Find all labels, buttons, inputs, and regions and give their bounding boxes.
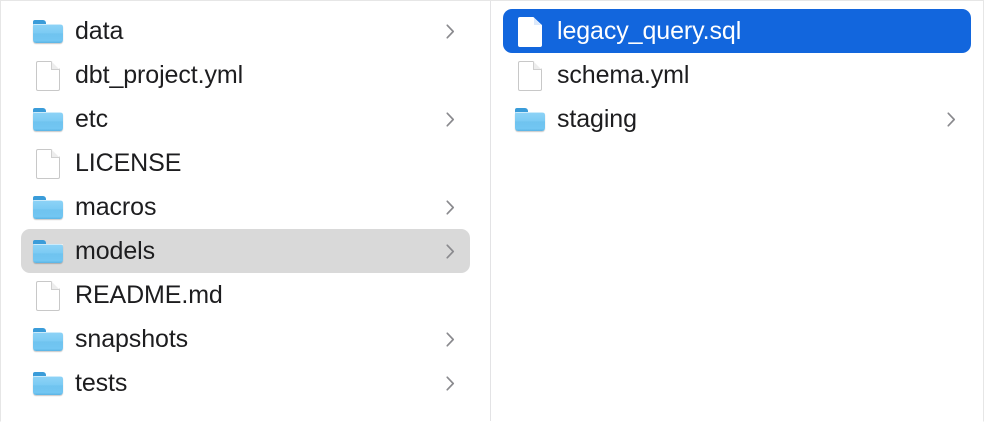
- document-icon: [31, 146, 65, 180]
- chevron-right-icon[interactable]: [943, 109, 959, 129]
- finder-item-label: models: [75, 238, 155, 264]
- chevron-right-icon[interactable]: [442, 197, 458, 217]
- finder-list-item[interactable]: schema.yml: [503, 53, 971, 97]
- finder-list-item[interactable]: tests: [21, 361, 470, 405]
- finder-item-label: legacy_query.sql: [557, 18, 742, 44]
- folder-icon: [513, 102, 547, 136]
- document-icon: [31, 278, 65, 312]
- finder-list-item[interactable]: snapshots: [21, 317, 470, 361]
- finder-list-item[interactable]: etc: [21, 97, 470, 141]
- finder-column-models-folder: legacy_query.sql schema.yml staging: [491, 1, 983, 421]
- chevron-right-icon[interactable]: [442, 329, 458, 349]
- finder-item-label: etc: [75, 106, 109, 132]
- finder-item-label: staging: [557, 106, 637, 132]
- finder-list-item[interactable]: macros: [21, 185, 470, 229]
- chevron-right-icon[interactable]: [442, 109, 458, 129]
- finder-item-label: LICENSE: [75, 150, 182, 176]
- finder-list-item[interactable]: README.md: [21, 273, 470, 317]
- finder-list-item[interactable]: dbt_project.yml: [21, 53, 470, 97]
- chevron-right-icon[interactable]: [442, 373, 458, 393]
- folder-icon: [31, 322, 65, 356]
- document-icon: [31, 58, 65, 92]
- chevron-right-icon[interactable]: [442, 21, 458, 41]
- finder-item-label: dbt_project.yml: [75, 62, 244, 88]
- folder-icon: [31, 190, 65, 224]
- finder-item-label: macros: [75, 194, 157, 220]
- folder-icon: [31, 14, 65, 48]
- finder-item-label: tests: [75, 370, 128, 396]
- finder-item-label: snapshots: [75, 326, 189, 352]
- finder-item-label: data: [75, 18, 124, 44]
- finder-item-label: schema.yml: [557, 62, 690, 88]
- finder-list-item[interactable]: data: [21, 9, 470, 53]
- finder-list-item[interactable]: models: [21, 229, 470, 273]
- document-icon: [513, 14, 547, 48]
- finder-list-item[interactable]: legacy_query.sql: [503, 9, 971, 53]
- finder-list-item[interactable]: staging: [503, 97, 971, 141]
- finder-item-label: README.md: [75, 282, 223, 308]
- folder-icon: [31, 102, 65, 136]
- folder-icon: [31, 366, 65, 400]
- folder-icon: [31, 234, 65, 268]
- document-icon: [513, 58, 547, 92]
- finder-list-item[interactable]: LICENSE: [21, 141, 470, 185]
- chevron-right-icon[interactable]: [442, 241, 458, 261]
